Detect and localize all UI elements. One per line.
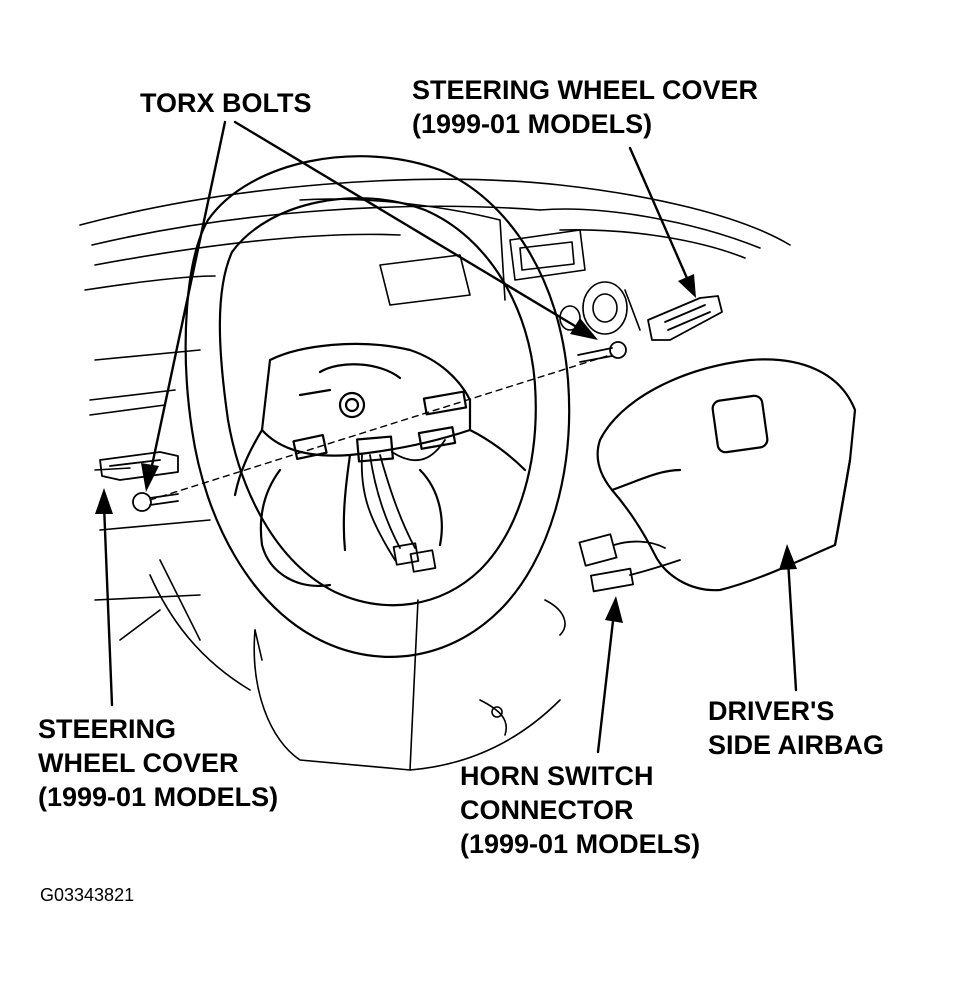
horn-switch-connector-label: HORN SWITCH CONNECTOR (1999-01 MODELS) <box>460 759 700 861</box>
arrowhead-cover-left <box>95 488 113 514</box>
leader-torx-to-right-bolt <box>233 120 587 334</box>
arrowhead-cover-top <box>678 274 696 298</box>
arrowhead-airbag <box>779 544 797 570</box>
steering-wheel-cover-left <box>99 451 179 481</box>
torx-bolts-label-line: TORX BOLTS <box>140 88 312 118</box>
leader-lines <box>102 120 798 754</box>
torx-bolt-right <box>577 341 627 363</box>
leader-horn-switch <box>596 610 616 754</box>
torx-bolts-label: TORX BOLTS <box>140 86 312 120</box>
label-line: STEERING WHEEL COVER <box>412 75 759 105</box>
steering-wheel <box>184 155 571 658</box>
arrowhead-left-bolt <box>141 463 159 492</box>
leader-torx-to-left-bolt <box>148 120 227 477</box>
steering-wheel-cover-right <box>647 295 723 341</box>
leader-cover-top <box>628 146 692 287</box>
label-line: CONNECTOR <box>460 795 634 825</box>
label-line: STEERING <box>38 714 177 744</box>
airbag-module <box>596 358 857 592</box>
arrowhead-horn-switch <box>605 596 623 623</box>
steering-wheel-cover-top-label: STEERING WHEEL COVER (1999-01 MODELS) <box>412 73 758 141</box>
arrowheads <box>95 274 797 623</box>
arrowhead-right-bolt <box>570 318 598 340</box>
label-line: WHEEL COVER <box>38 748 239 778</box>
steering-wheel-cover-left-label: STEERING WHEEL COVER (1999-01 MODELS) <box>38 712 278 814</box>
torx-bolt-left <box>132 492 179 512</box>
hub-wiring <box>360 439 446 573</box>
leader-cover-left <box>102 503 114 707</box>
label-line: (1999-01 MODELS) <box>412 109 653 139</box>
label-line: (1999-01 MODELS) <box>38 782 279 812</box>
dashboard-outline <box>79 178 791 771</box>
alignment-line <box>149 354 611 501</box>
figure-id: G03343821 <box>40 885 135 905</box>
label-line: SIDE AIRBAG <box>708 730 885 760</box>
leader-airbag <box>786 558 798 692</box>
label-line: HORN SWITCH <box>460 761 654 791</box>
label-line: (1999-01 MODELS) <box>460 829 701 859</box>
horn-switch-connector <box>578 533 681 593</box>
label-line: DRIVER'S <box>708 696 835 726</box>
drivers-side-airbag-label: DRIVER'S SIDE AIRBAG <box>708 694 884 762</box>
